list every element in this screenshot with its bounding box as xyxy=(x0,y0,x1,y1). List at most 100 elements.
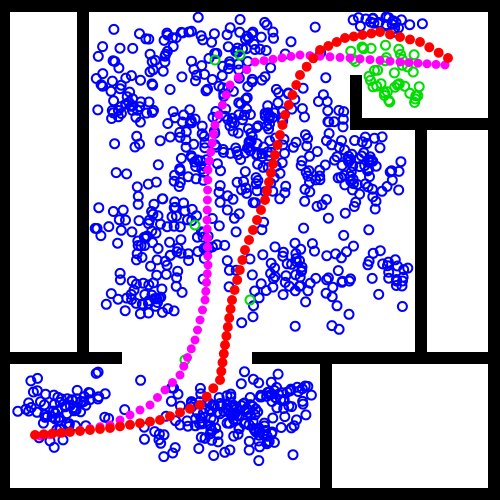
sample-node xyxy=(97,41,109,53)
sample-node xyxy=(160,48,172,60)
sample-node xyxy=(93,202,105,214)
path-b-node xyxy=(201,286,211,296)
sample-node xyxy=(248,38,260,50)
highlight-node xyxy=(244,294,256,306)
sample-node xyxy=(112,105,124,116)
sample-node xyxy=(194,382,206,394)
sample-node xyxy=(363,154,375,166)
sample-node xyxy=(75,406,87,418)
path-b-node xyxy=(190,335,200,345)
sample-node xyxy=(135,74,146,86)
sample-node xyxy=(155,291,167,303)
path-a-node xyxy=(405,34,415,45)
path-a-node xyxy=(56,427,67,438)
sample-node xyxy=(191,69,203,81)
wall-top xyxy=(0,0,500,12)
path-a-node xyxy=(38,429,49,440)
sample-node xyxy=(169,442,181,454)
sample-node xyxy=(180,126,192,138)
path-b-node xyxy=(202,195,212,205)
highlight-node xyxy=(408,49,420,61)
sample-node xyxy=(359,131,371,143)
highlight-node xyxy=(363,70,375,82)
sample-node xyxy=(134,308,146,320)
path-a-node xyxy=(266,168,276,178)
path-a-node xyxy=(155,415,165,425)
sample-node xyxy=(32,372,43,384)
sample-node xyxy=(332,265,344,277)
path-b-node xyxy=(202,224,212,234)
highlight-node xyxy=(407,66,419,78)
sample-node xyxy=(223,264,235,276)
path-b-node xyxy=(125,410,135,420)
sample-node xyxy=(177,27,189,39)
sample-node xyxy=(215,165,226,177)
sample-node xyxy=(236,317,248,329)
sample-node xyxy=(249,409,261,421)
highlight-node xyxy=(388,67,400,79)
sample-node xyxy=(132,190,144,202)
sample-node xyxy=(349,135,361,146)
sample-node xyxy=(238,418,250,430)
sample-node xyxy=(126,226,138,238)
sample-node xyxy=(268,436,280,448)
sample-node xyxy=(347,173,359,185)
sample-node xyxy=(377,258,389,270)
path-b-node xyxy=(153,393,162,402)
sample-node xyxy=(368,17,380,29)
sample-node xyxy=(168,305,180,317)
sample-node xyxy=(105,288,117,300)
sample-node xyxy=(112,111,124,123)
highlight-node xyxy=(234,49,246,61)
sample-node xyxy=(103,221,115,233)
sample-node xyxy=(233,109,245,121)
sample-node xyxy=(383,272,395,284)
sample-node xyxy=(259,16,271,28)
highlight-node xyxy=(413,81,425,93)
sample-node xyxy=(323,128,335,139)
path-a-node xyxy=(218,348,229,359)
sample-node xyxy=(160,268,172,280)
sample-node xyxy=(304,186,316,198)
path-b-node xyxy=(203,175,213,185)
path-a-node xyxy=(125,419,135,430)
sample-node xyxy=(161,27,173,39)
sample-node xyxy=(27,386,39,398)
path-b-node xyxy=(209,129,219,139)
sample-node xyxy=(119,404,131,416)
sample-node xyxy=(217,144,229,155)
sample-node xyxy=(135,374,147,386)
sample-node xyxy=(255,389,267,401)
sample-node xyxy=(317,89,329,101)
sample-node xyxy=(244,392,256,403)
path-a-node xyxy=(195,400,205,410)
path-a-node xyxy=(277,120,288,130)
sample-node xyxy=(124,86,136,98)
path-b-node xyxy=(203,251,213,261)
sample-node xyxy=(191,231,203,243)
path-b-node xyxy=(268,54,278,64)
sample-node xyxy=(140,33,152,45)
path-b-node xyxy=(242,65,252,75)
path-a-node xyxy=(415,37,425,47)
sample-node xyxy=(178,197,190,209)
sample-node xyxy=(261,390,273,402)
sample-node xyxy=(305,389,317,401)
path-b-node xyxy=(286,51,296,61)
path-b-node xyxy=(202,205,212,215)
sample-node xyxy=(239,147,251,159)
sample-node xyxy=(106,105,118,116)
sample-node xyxy=(150,176,162,188)
sample-node xyxy=(59,401,71,413)
sample-node xyxy=(337,121,349,133)
path-b-node xyxy=(179,361,189,371)
sample-node xyxy=(143,214,155,226)
path-a-node xyxy=(331,37,342,47)
sample-node xyxy=(299,380,311,392)
sample-node xyxy=(195,30,207,42)
sample-node xyxy=(120,98,132,110)
sample-node xyxy=(257,161,269,173)
sample-node xyxy=(251,149,263,161)
sample-node xyxy=(134,138,145,150)
